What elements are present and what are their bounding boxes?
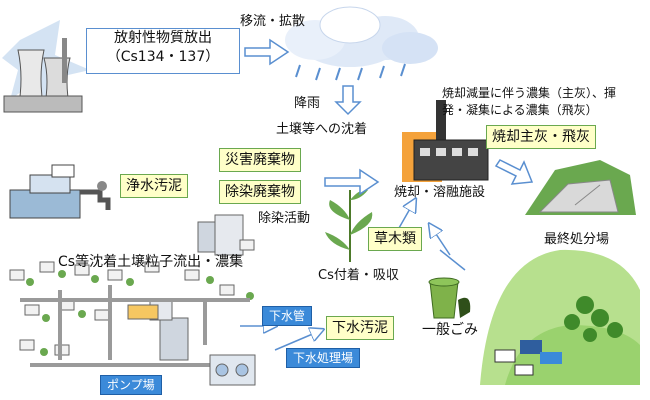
incinerator-icon <box>402 100 489 182</box>
disaster-waste-box: 災害廃棄物 <box>219 148 301 172</box>
trash-can-icon <box>428 277 471 319</box>
flow-arrows <box>244 38 534 196</box>
town-icon <box>9 214 256 386</box>
vegetation-box: 草木類 <box>368 227 422 251</box>
plant-icon <box>325 189 373 262</box>
incineration-note-line1: 焼却減量に伴う濃集（主灰）、揮 <box>442 86 617 100</box>
final-disposal-label: 最終処分場 <box>544 232 610 247</box>
incineration-note-line2: 発・凝集による濃集（飛灰） <box>442 103 598 117</box>
incineration-facility-label: 焼却・溶融施設 <box>394 185 486 200</box>
decontamination-activity-label: 除染活動 <box>258 211 311 226</box>
runoff-label: Cs等沈着土壌粒子流出・濃集 <box>58 254 244 270</box>
cs-absorption-label: Cs付着・吸収 <box>318 268 399 283</box>
cloud-icon <box>285 6 438 81</box>
water-plant-icon <box>9 164 111 219</box>
water-sludge-box: 浄水汚泥 <box>120 174 188 198</box>
emission-box: 放射性物質放出 （Cs134・137） <box>86 28 240 74</box>
deposition-label: 土壌等への沈着 <box>276 122 368 137</box>
sewage-plant-label: 下水処理場 <box>286 348 361 368</box>
pump-station-label: ポンプ場 <box>100 375 162 395</box>
incineration-ash-box: 焼却主灰・飛灰 <box>486 125 596 149</box>
hill-icon <box>480 249 640 385</box>
decontamination-waste-box: 除染廃棄物 <box>219 180 301 204</box>
landfill-icon <box>525 160 636 215</box>
general-waste-label: 一般ごみ <box>422 322 478 338</box>
power-plant-icon <box>2 20 90 113</box>
sewage-sludge-box: 下水汚泥 <box>326 316 394 340</box>
emission-line2: （Cs134・137） <box>106 49 220 65</box>
sewer-pipe-label: 下水管 <box>262 306 313 326</box>
rain-label: 降雨 <box>294 96 321 111</box>
emission-line1: 放射性物質放出 <box>114 30 212 46</box>
transport-label: 移流・拡散 <box>240 14 306 29</box>
